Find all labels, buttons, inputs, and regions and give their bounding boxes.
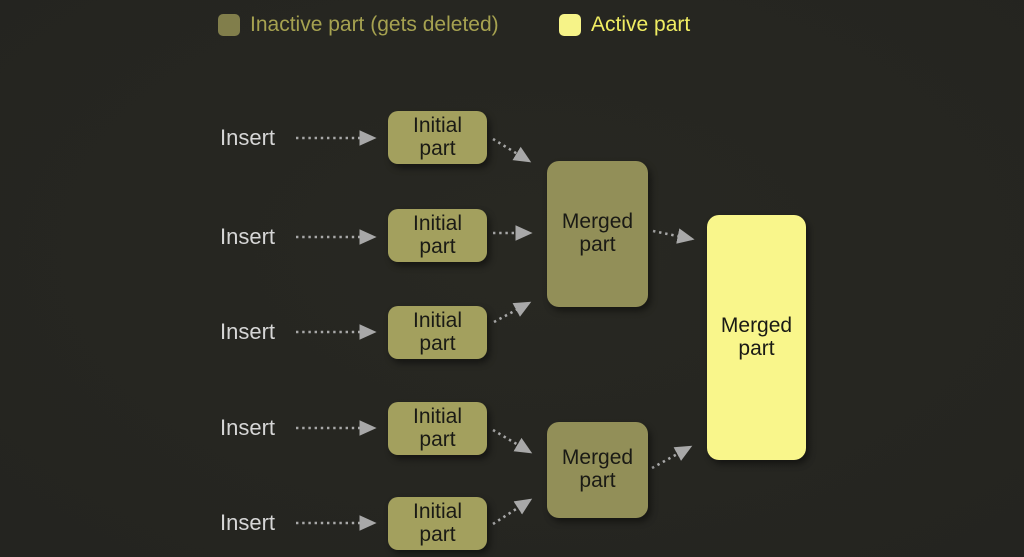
node-label: Merged part bbox=[561, 210, 634, 256]
initial-part-node-1: Initial part bbox=[388, 111, 487, 164]
node-label: Initial part bbox=[412, 499, 463, 546]
node-label: Initial part bbox=[412, 404, 463, 451]
insert-label-1: Insert bbox=[220, 125, 276, 150]
active-swatch-icon bbox=[559, 13, 581, 36]
legend-active-label: Active part bbox=[591, 12, 691, 36]
merged-part-node-bottom: Merged part bbox=[547, 422, 648, 518]
merged-part-node-top: Merged part bbox=[547, 161, 648, 307]
inactive-swatch-icon bbox=[218, 13, 240, 36]
legend-item-inactive: Inactive part (gets deleted) bbox=[218, 12, 499, 37]
initial-part-node-4: Initial part bbox=[388, 402, 487, 455]
insert-label-3: Insert bbox=[220, 319, 276, 344]
node-label: Initial part bbox=[412, 308, 463, 355]
arrow-initial-5-to-merged-bottom bbox=[492, 498, 533, 526]
legend-inactive-label: Inactive part (gets deleted) bbox=[250, 12, 499, 36]
insert-label-4: Insert bbox=[220, 415, 276, 440]
initial-part-node-3: Initial part bbox=[388, 306, 487, 359]
initial-part-node-5: Initial part bbox=[388, 497, 487, 550]
arrow-merged-bottom-to-final bbox=[651, 445, 693, 470]
insert-label-5: Insert bbox=[220, 510, 276, 535]
initial-part-node-2: Initial part bbox=[388, 209, 487, 262]
node-label: Merged part bbox=[561, 446, 634, 492]
insert-label-2: Insert bbox=[220, 224, 276, 249]
arrow-initial-1-to-merged-top bbox=[492, 137, 532, 163]
legend-item-active: Active part bbox=[559, 12, 690, 37]
arrow-initial-4-to-merged-bottom bbox=[492, 428, 533, 454]
node-label: Initial part bbox=[412, 113, 463, 160]
merged-part-node-final: Merged part bbox=[707, 215, 806, 460]
arrow-merged-top-to-final bbox=[652, 228, 695, 244]
arrow-initial-3-to-merged-top bbox=[493, 301, 532, 324]
node-label: Merged part bbox=[720, 313, 793, 360]
node-label: Initial part bbox=[412, 211, 463, 258]
